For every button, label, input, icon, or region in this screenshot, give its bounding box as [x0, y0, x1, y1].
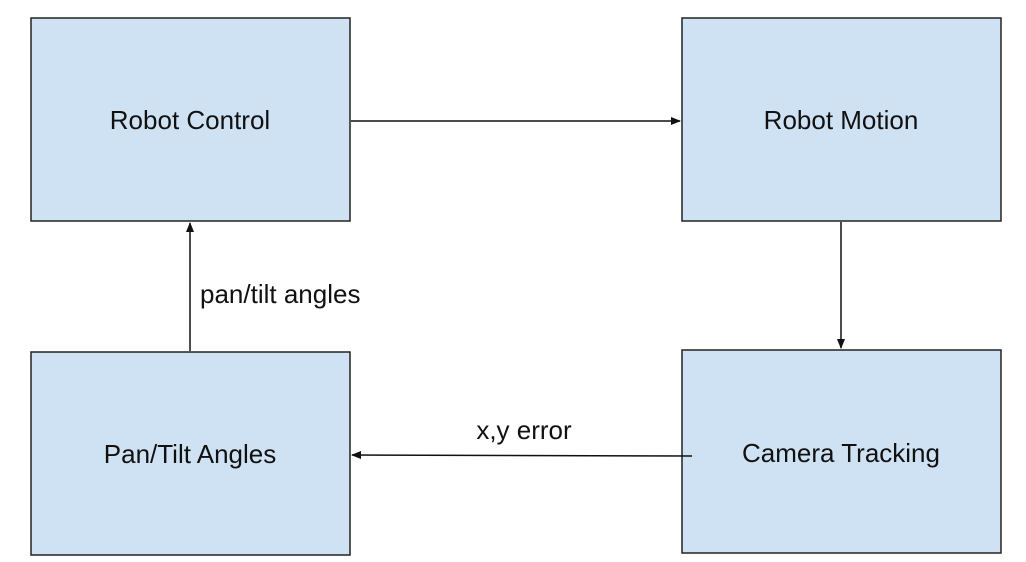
edge-label-xy-error: x,y error — [476, 415, 572, 445]
node-pan-tilt-angles-box — [30, 351, 351, 556]
node-robot-control-label: Robot Control — [110, 105, 270, 135]
edge-pan-tilt-angles-to-robot-control: pan/tilt angles — [186, 222, 360, 351]
node-camera-tracking-label: Camera Tracking — [742, 438, 940, 468]
edge-camera-tracking-to-pan-tilt-angles-arrow — [351, 451, 693, 460]
node-robot-control: Robot Control — [30, 17, 351, 222]
node-robot-motion-label: Robot Motion — [764, 105, 919, 135]
node-robot-control-box — [30, 17, 351, 222]
node-pan-tilt-angles: Pan/Tilt Angles — [30, 351, 351, 556]
node-camera-tracking-box — [681, 349, 1002, 554]
node-pan-tilt-angles-label: Pan/Tilt Angles — [104, 439, 276, 469]
node-camera-tracking: Camera Tracking — [681, 349, 1002, 554]
node-robot-motion: Robot Motion — [681, 17, 1002, 222]
node-robot-motion-box — [681, 17, 1002, 222]
edge-camera-tracking-to-pan-tilt-angles: x,y error — [351, 415, 693, 460]
edge-label-pan-tilt-angles: pan/tilt angles — [200, 279, 360, 309]
